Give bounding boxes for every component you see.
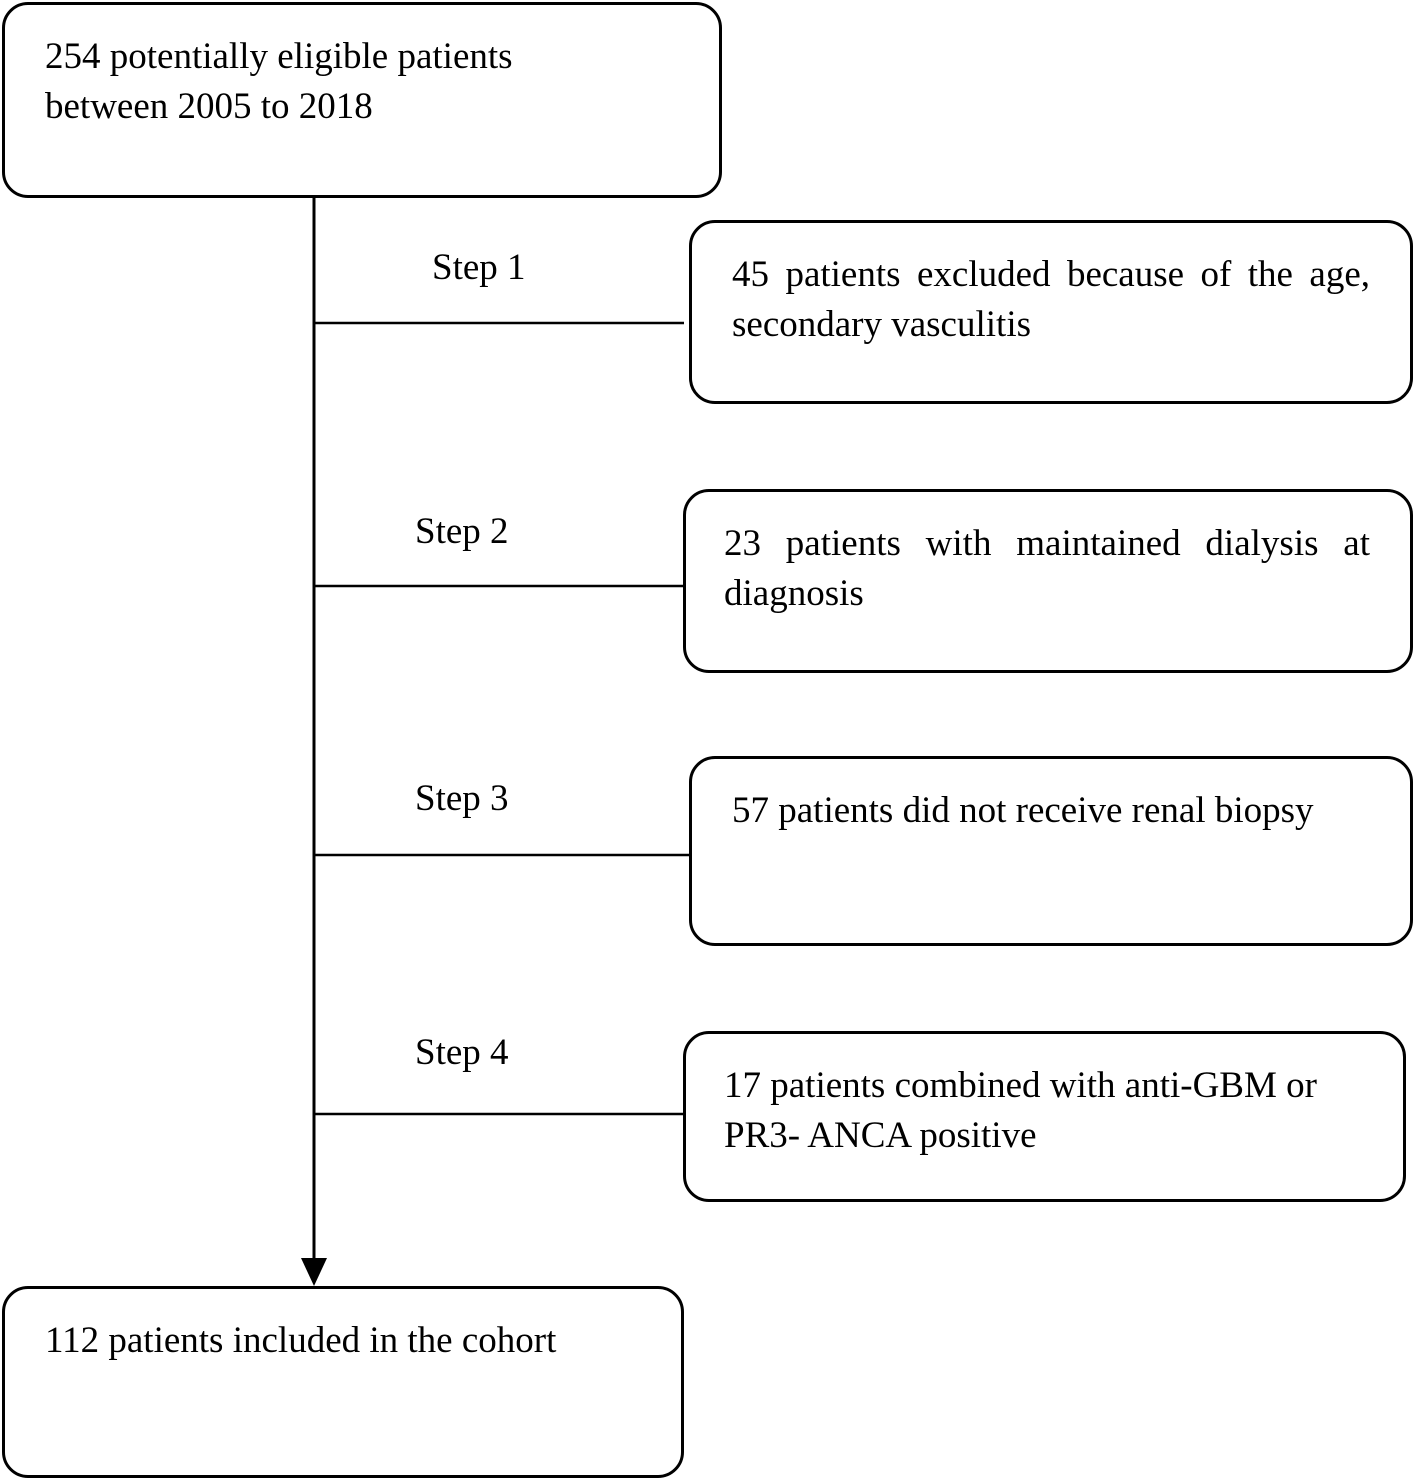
exclusion-text-step-1: 45 patients excluded because of the age,… [732,254,1370,345]
step-3-label: Step 3 [415,778,509,819]
exclusion-box-step-2: 23 patients with maintained dialysis at … [683,489,1413,673]
step-2-label: Step 2 [415,511,509,552]
exclusion-box-step-1: 45 patients excluded because of the age,… [689,220,1413,404]
exclusion-text-step-4: 17 patients combined with anti-GBM or PR… [724,1065,1317,1156]
exclusion-text-step-2: 23 patients with maintained dialysis at … [724,523,1370,614]
start-box-line-2: between 2005 to 2018 [45,86,373,127]
step-1-label: Step 1 [432,247,526,288]
exclusion-text-step-3: 57 patients did not receive renal biopsy [732,790,1314,831]
exclusion-box-step-3: 57 patients did not receive renal biopsy [689,756,1413,946]
start-box-line-1: 254 potentially eligible patients [45,36,513,77]
exclusion-box-step-4: 17 patients combined with anti-GBM or PR… [683,1031,1406,1202]
start-box: 254 potentially eligible patients betwee… [2,2,722,198]
end-box: 112 patients included in the cohort [2,1286,684,1478]
end-box-text: 112 patients included in the cohort [45,1320,557,1361]
main-arrowhead [301,1258,327,1286]
step-4-label: Step 4 [415,1032,509,1073]
